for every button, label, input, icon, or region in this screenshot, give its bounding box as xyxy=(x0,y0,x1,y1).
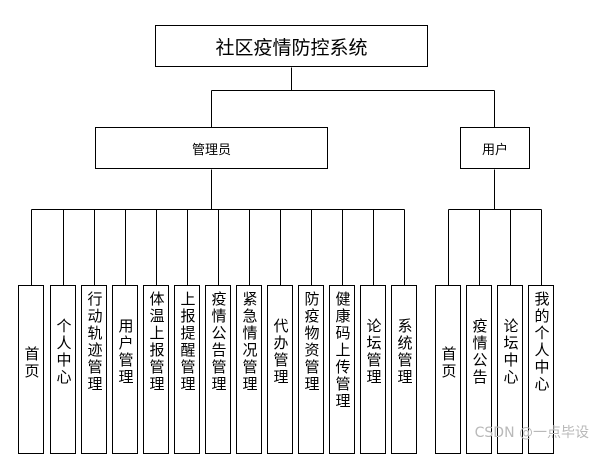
connector-lines xyxy=(31,67,542,286)
module-label: 首页 xyxy=(439,346,458,380)
user-module-4: 我的个人中心 xyxy=(528,285,554,454)
module-label: 代办管理 xyxy=(271,318,290,386)
admin-module-9: 代办管理 xyxy=(267,285,293,454)
admin-module-5: 体温上报管理 xyxy=(143,285,169,454)
module-label: 我的个人中心 xyxy=(532,291,551,393)
module-label: 上报提醒管理 xyxy=(178,291,197,393)
module-label: 防疫物资管理 xyxy=(302,291,321,393)
watermark: CSDN @一点毕设 xyxy=(474,425,589,441)
module-label: 系统管理 xyxy=(395,318,414,386)
role-label-admin: 管理员 xyxy=(191,142,231,158)
admin-module-7: 疫情公告管理 xyxy=(205,285,231,454)
role-node-user: 用户 xyxy=(460,127,530,169)
module-label: 紧急情况管理 xyxy=(240,291,259,393)
module-label: 行动轨迹管理 xyxy=(85,291,104,393)
admin-module-2: 个人中心 xyxy=(50,285,76,454)
role-node-admin: 管理员 xyxy=(95,127,328,169)
role-label-user: 用户 xyxy=(481,142,508,158)
module-label: 首页 xyxy=(22,346,41,380)
admin-module-4: 用户管理 xyxy=(112,285,138,454)
admin-module-13: 系统管理 xyxy=(391,285,417,454)
admin-module-1: 首页 xyxy=(18,285,44,454)
module-label: 论坛管理 xyxy=(364,318,383,386)
user-module-1: 首页 xyxy=(435,285,461,454)
module-label: 个人中心 xyxy=(54,318,73,386)
admin-module-12: 论坛管理 xyxy=(360,285,386,454)
admin-module-10: 防疫物资管理 xyxy=(298,285,324,454)
root-node: 社区疫情防控系统 xyxy=(155,25,428,67)
admin-module-11: 健康码上传管理 xyxy=(329,285,355,454)
module-label: 疫情公告 xyxy=(470,318,489,386)
admin-module-8: 紧急情况管理 xyxy=(236,285,262,454)
module-label: 用户管理 xyxy=(116,318,135,386)
root-label: 社区疫情防控系统 xyxy=(215,36,368,59)
module-label: 论坛中心 xyxy=(501,318,520,386)
module-label: 健康码上传管理 xyxy=(333,291,352,410)
module-label: 体温上报管理 xyxy=(147,291,166,393)
admin-module-6: 上报提醒管理 xyxy=(174,285,200,454)
user-module-3: 论坛中心 xyxy=(497,285,523,454)
admin-module-3: 行动轨迹管理 xyxy=(81,285,107,454)
module-label: 疫情公告管理 xyxy=(209,291,228,393)
user-module-2: 疫情公告 xyxy=(466,285,492,454)
